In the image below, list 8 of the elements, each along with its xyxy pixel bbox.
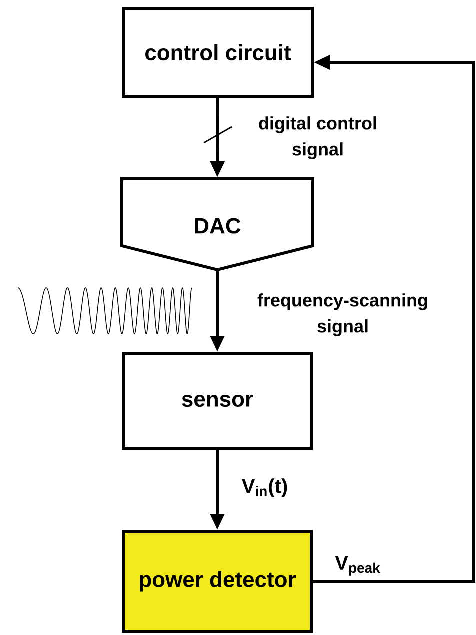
process-box: power detector [122, 530, 313, 633]
edge-label: frequency-scanning signal [258, 294, 428, 336]
process-box: sensor [122, 352, 313, 450]
edge-label: digital control signal [259, 116, 376, 160]
edge-label: V$_{peak}$ [335, 556, 380, 576]
edge-label: V$_{in}$(t) [242, 478, 288, 498]
converter-block: DAC [120, 178, 314, 272]
process-box: control circuit [122, 7, 314, 98]
